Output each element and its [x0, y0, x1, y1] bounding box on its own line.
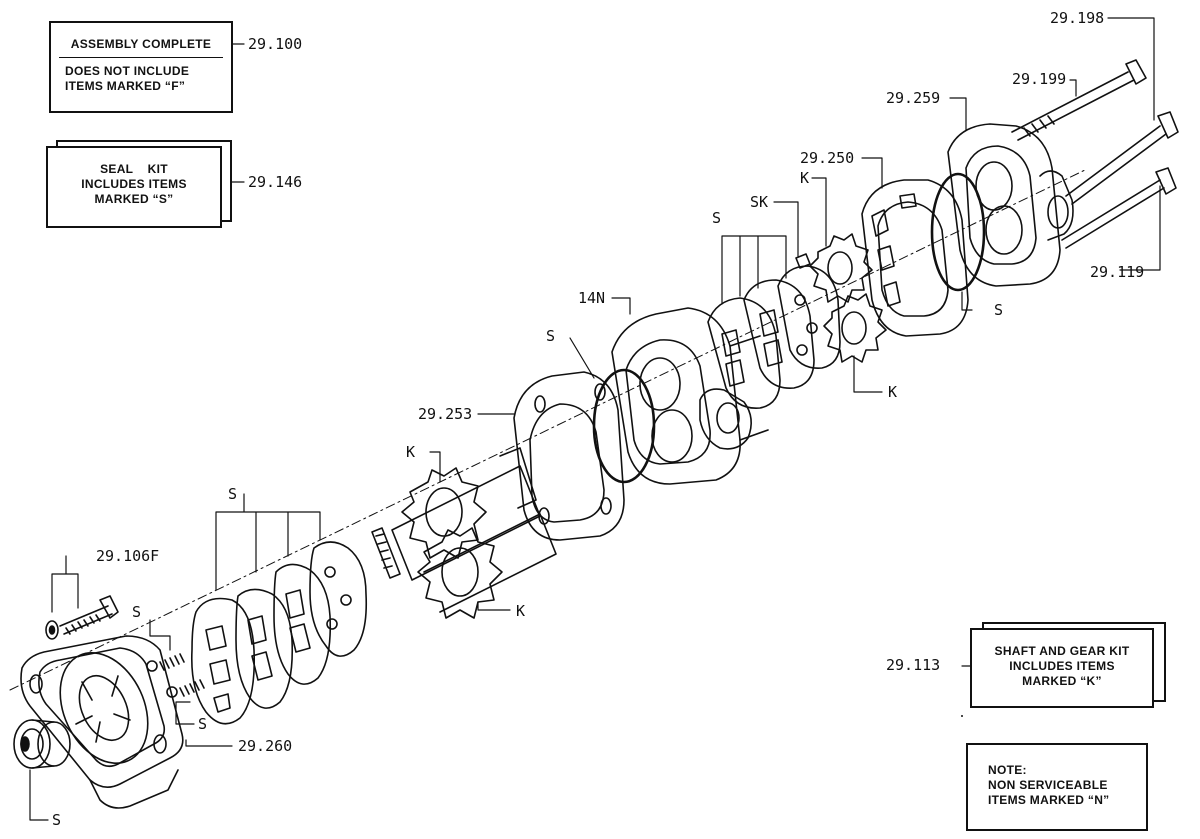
shaft-gear-kit-line2: INCLUDES ITEMS: [1009, 659, 1115, 673]
assembly-note-line3: ITEMS MARKED “F”: [65, 79, 186, 93]
ref-29-253: 29.253: [418, 405, 473, 423]
label-s-bearing: S: [52, 811, 62, 829]
assembly-note-line2: DOES NOT INCLUDE: [65, 64, 190, 78]
label-s-right-oring: S: [994, 301, 1004, 319]
ref-29-113: 29.113: [886, 656, 941, 674]
mounting-bolt: [45, 595, 119, 640]
shaft-gear-kit-line3: MARKED “K”: [1022, 674, 1102, 688]
port-plate: [513, 371, 625, 541]
ref-29-199: 29.199: [1012, 70, 1067, 88]
assembly-note-line1: ASSEMBLY COMPLETE: [70, 37, 212, 51]
label-k-shaft: K: [406, 443, 416, 461]
seal-kit-line1: SEAL KIT: [100, 162, 168, 176]
rear-housing: [861, 179, 969, 337]
label-s-body-oring: S: [546, 327, 556, 345]
non-serviceable-note-box: NOTE: NON SERVICEABLE ITEMS MARKED “N”: [966, 743, 1148, 831]
seal-kit-line3: MARKED “S”: [94, 192, 174, 206]
assembly-axis: [9, 169, 1086, 691]
label-s-spring-bottom: S: [198, 715, 208, 733]
drive-shaft-gears: [371, 447, 557, 619]
ref-29-100: 29.100: [248, 35, 303, 53]
ref-29-198: 29.198: [1050, 9, 1105, 27]
label-k-lower: K: [516, 602, 526, 620]
shaft-gear-kit-line1: SHAFT AND GEAR KIT: [994, 644, 1130, 658]
seal-kit-line2: INCLUDES ITEMS: [81, 177, 187, 191]
rear-housing-oring: [930, 172, 986, 292]
ref-29-260: 29.260: [238, 737, 293, 755]
label-k-top: K: [800, 169, 810, 187]
note-line2: NON SERVICEABLE: [988, 778, 1108, 792]
rear-plate-stack: [707, 253, 841, 409]
front-plate-stack: [190, 541, 368, 725]
shaft-gear-kit-box: SHAFT AND GEAR KIT INCLUDES ITEMS MARKED…: [970, 628, 1154, 708]
label-k-right: K: [888, 383, 898, 401]
ref-14n: 14N: [578, 289, 606, 307]
ref-29-106f: 29.106F: [96, 547, 160, 565]
through-bolts: [1011, 59, 1179, 249]
shaft-seal-bearing: [13, 719, 71, 769]
label-s-top-group: S: [712, 209, 722, 227]
ref-29-259: 29.259: [886, 89, 941, 107]
assembly-note-divider: [59, 57, 223, 58]
ref-29-119: 29.119: [1090, 263, 1145, 281]
label-s-group-left: S: [228, 485, 238, 503]
label-s-spring-top: S: [132, 603, 142, 621]
end-cover: [947, 123, 1074, 287]
idler-gears: [809, 233, 887, 363]
note-heading: NOTE:: [988, 763, 1027, 777]
front-mounting-flange: [20, 635, 184, 809]
ref-29-250: 29.250: [800, 149, 855, 167]
seal-kit-box: SEAL KIT INCLUDES ITEMS MARKED “S”: [46, 146, 222, 228]
assembly-note-box: ASSEMBLY COMPLETE DOES NOT INCLUDE ITEMS…: [49, 21, 233, 113]
note-line3: ITEMS MARKED “N”: [988, 793, 1110, 807]
leader-lines: [29, 17, 1161, 821]
label-sk: SK: [750, 193, 769, 211]
scan-speck: [961, 715, 963, 717]
ref-29-146: 29.146: [248, 173, 303, 191]
gear-housing-body: [611, 307, 769, 485]
relief-springs: [146, 653, 205, 698]
